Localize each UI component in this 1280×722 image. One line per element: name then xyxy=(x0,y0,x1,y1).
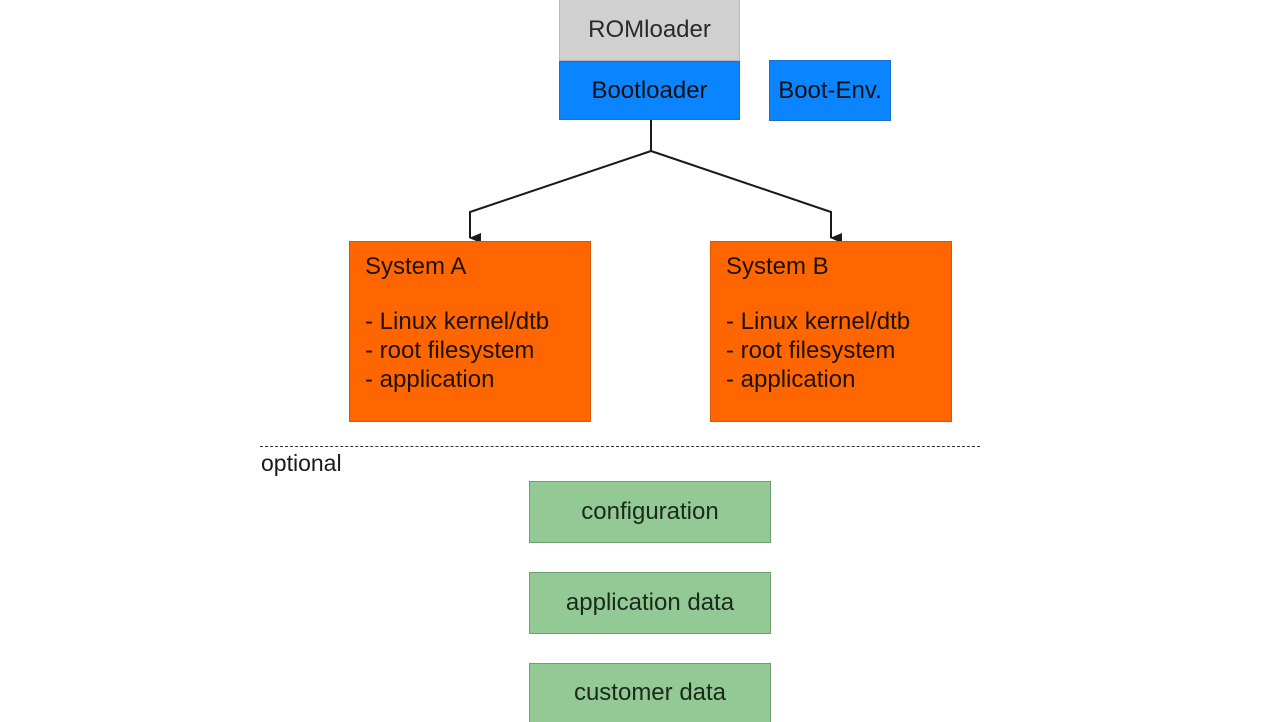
system-b-box: System B - Linux kernel/dtb - root files… xyxy=(710,241,952,422)
system-b-item-application: - application xyxy=(726,366,856,393)
romloader-box: ROMloader xyxy=(559,0,740,61)
configuration-label: configuration xyxy=(581,498,719,525)
system-a-box: System A - Linux kernel/dtb - root files… xyxy=(349,241,591,422)
arrow-to-system-b xyxy=(650,150,842,243)
configuration-box: configuration xyxy=(529,481,771,543)
system-a-item-kernel: - Linux kernel/dtb xyxy=(365,308,550,335)
boot-env-label: Boot-Env. xyxy=(778,76,882,104)
system-b-item-kernel: - Linux kernel/dtb xyxy=(726,308,911,335)
arrow-to-system-a xyxy=(469,150,652,243)
system-a-item-application: - application xyxy=(365,366,495,393)
romloader-label: ROMloader xyxy=(588,16,711,43)
system-b-item-rootfs: - root filesystem xyxy=(726,337,896,364)
system-b-title: System B xyxy=(726,253,829,280)
boot-env-box: Boot-Env. xyxy=(769,60,891,121)
bootloader-box: Bootloader xyxy=(559,61,740,120)
system-a-item-rootfs: - root filesystem xyxy=(365,337,535,364)
optional-label: optional xyxy=(261,450,342,476)
customer-data-label: customer data xyxy=(573,679,727,706)
application-data-box: application data xyxy=(529,572,771,634)
customer-data-box: customer data xyxy=(529,663,771,722)
system-a-title: System A xyxy=(365,253,467,280)
application-data-label: application data xyxy=(565,589,735,616)
bootloader-label: Bootloader xyxy=(591,76,708,104)
optional-divider xyxy=(260,446,980,447)
